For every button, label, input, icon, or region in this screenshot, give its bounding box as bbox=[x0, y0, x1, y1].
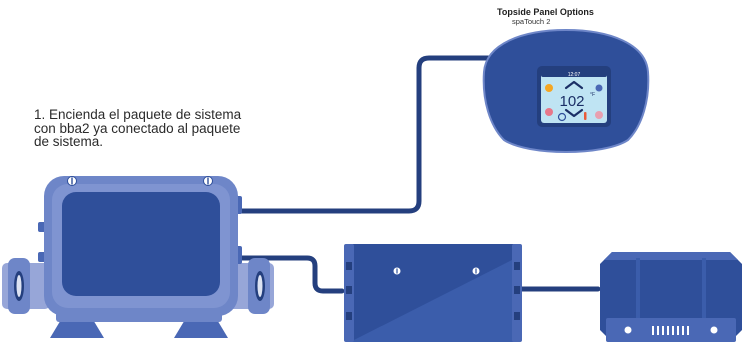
bba2-clip-left-3 bbox=[346, 312, 352, 320]
pack-front-panel bbox=[62, 192, 220, 296]
bba2-clip-right-1 bbox=[514, 262, 520, 270]
temp-down-arrow-icon[interactable] bbox=[564, 108, 584, 118]
power-module-screw-right bbox=[710, 326, 718, 334]
settings-icon[interactable] bbox=[545, 108, 553, 116]
spatouch-screen bbox=[541, 70, 607, 123]
spatouch-2-panel: 12:07 102 °F bbox=[482, 28, 650, 153]
heat-icon bbox=[584, 112, 587, 120]
bba2-module bbox=[344, 244, 522, 342]
spatouch-status-time: 12:07 bbox=[568, 72, 581, 78]
topside-title: Topside Panel Options bbox=[497, 7, 594, 17]
pack-right-foot bbox=[174, 318, 228, 338]
pack-left-pipe-opening-inner bbox=[16, 275, 22, 297]
power-module-rib-left bbox=[636, 258, 640, 322]
jets-icon[interactable] bbox=[545, 84, 553, 92]
mode-icon[interactable] bbox=[595, 111, 603, 119]
power-module bbox=[600, 252, 742, 342]
light-icon[interactable] bbox=[595, 84, 603, 92]
pack-left-foot bbox=[50, 318, 104, 338]
power-module-top bbox=[604, 252, 738, 260]
cable-pack-to-bba2 bbox=[235, 255, 345, 294]
system-pack bbox=[2, 176, 274, 338]
spatouch-temperature: 102 bbox=[559, 93, 584, 110]
temp-up-arrow-icon[interactable] bbox=[564, 80, 584, 90]
cable-pack-to-topside bbox=[235, 55, 493, 214]
power-module-screw-left bbox=[624, 326, 632, 334]
bba2-clip-left-1 bbox=[346, 262, 352, 270]
power-module-rib-right bbox=[702, 258, 706, 322]
spatouch-temperature-unit: °F bbox=[590, 92, 595, 98]
instruction-text: 1. Encienda el paquete de sistema con bb… bbox=[34, 107, 242, 149]
info-icon[interactable] bbox=[557, 112, 567, 122]
bba2-clip-right-2 bbox=[514, 286, 520, 294]
power-module-vent bbox=[652, 326, 689, 335]
power-module-base bbox=[606, 318, 736, 342]
bba2-clip-right-3 bbox=[514, 312, 520, 320]
pack-right-pipe-opening-inner bbox=[257, 275, 263, 297]
topside-subtitle: spaTouch 2 bbox=[512, 17, 551, 26]
spatouch-status-bar bbox=[541, 70, 607, 77]
cables bbox=[235, 55, 601, 294]
bba2-shade bbox=[350, 258, 516, 342]
bba2-clip-left-2 bbox=[346, 286, 352, 294]
